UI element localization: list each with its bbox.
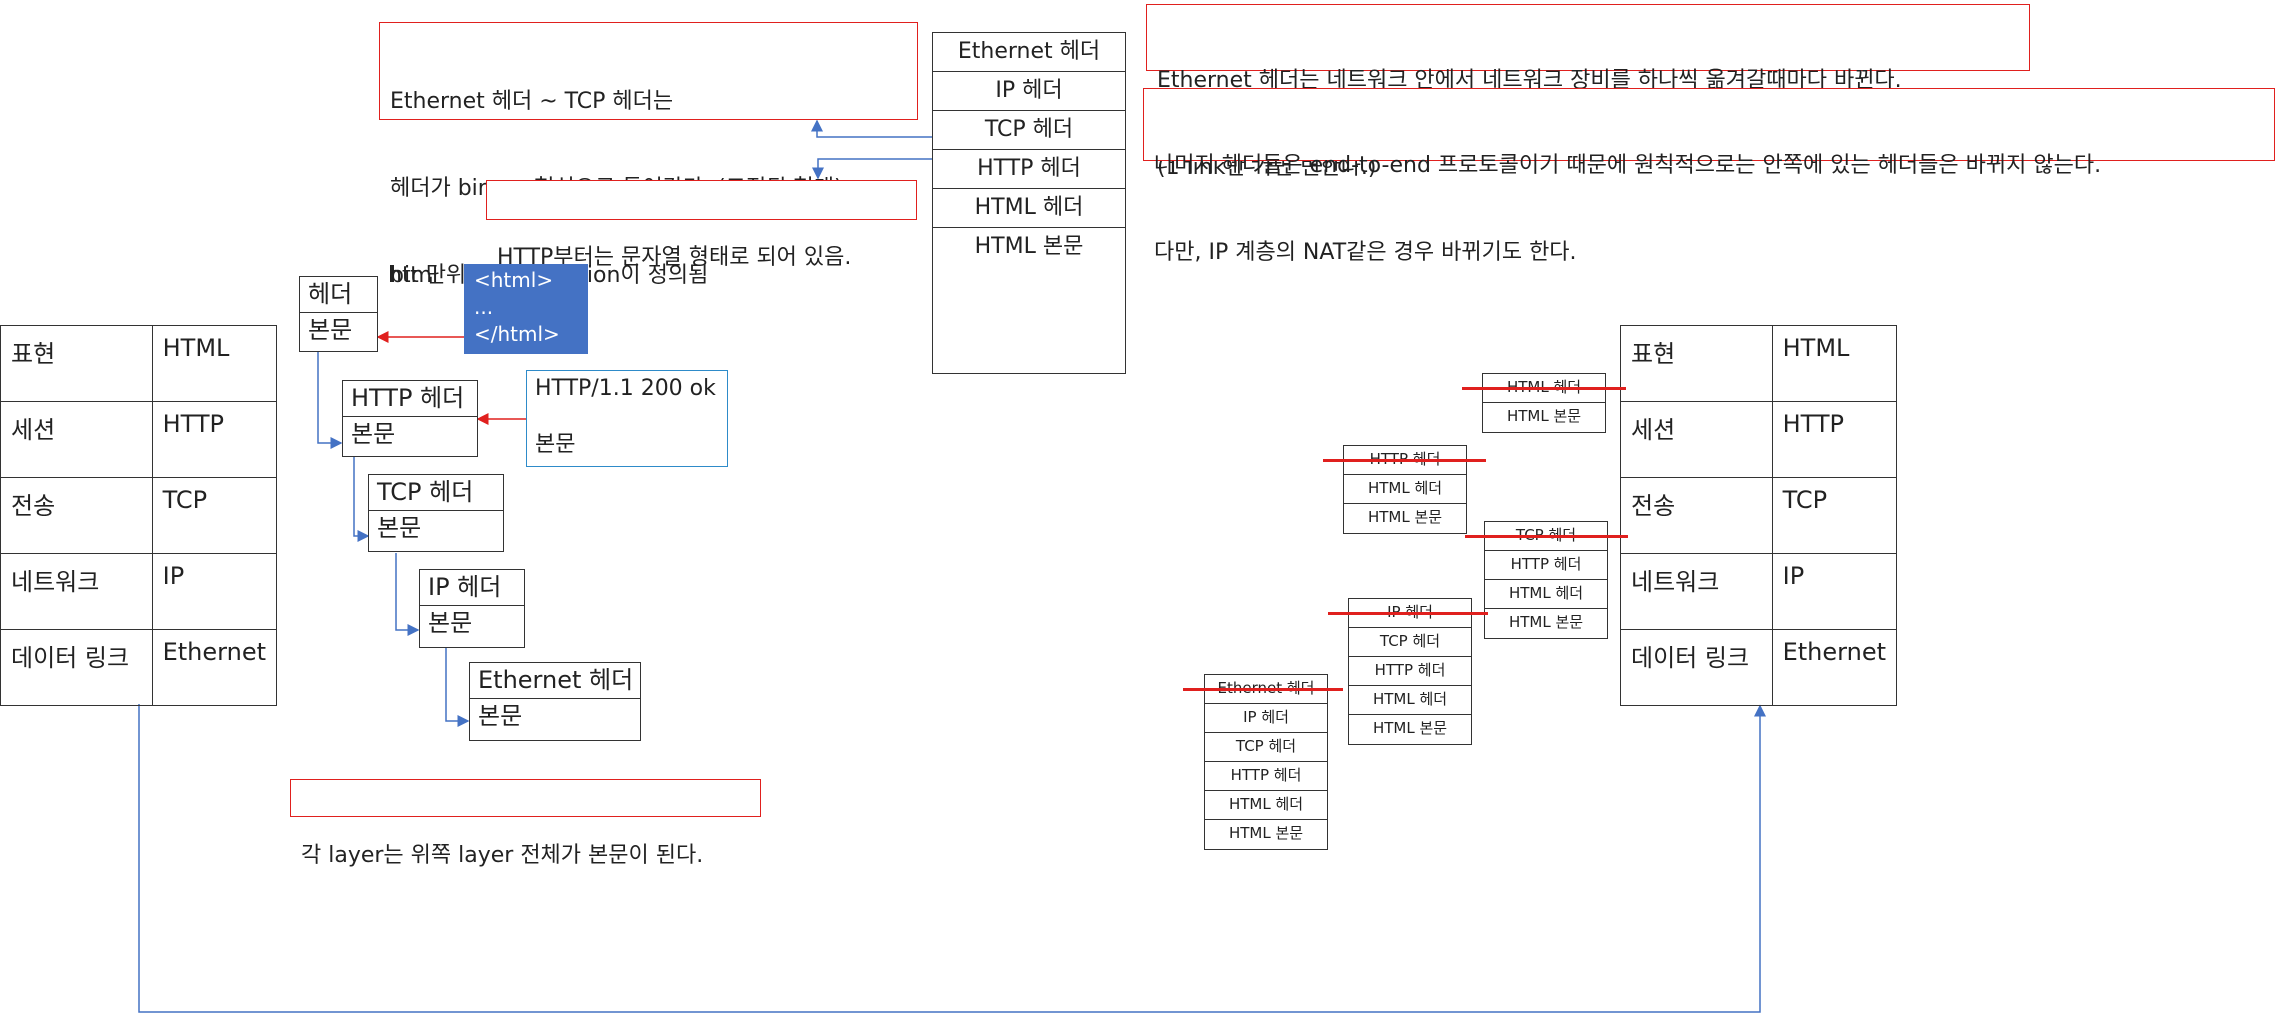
stack-row: TCP 헤더 — [1205, 733, 1327, 762]
packet-header: Ethernet 헤더 — [470, 663, 640, 699]
end-to-end-note: 나머지 헤더들은 end-to-end 프로토콜이기 때문에 원칙적으로는 안쪽… — [1143, 88, 2275, 265]
stack-row: HTML 헤더 — [1349, 686, 1471, 715]
http-line — [535, 403, 719, 431]
decap-stack-tcp: TCP 헤더 HTTP 헤더 HTML 헤더 HTML 본문 — [1484, 521, 1608, 639]
layer-name: 표현 — [0, 325, 153, 402]
note-line: 다만, IP 계층의 NAT같은 경우 바뀌기도 한다. — [1154, 240, 1577, 265]
layer-name: 전송 — [1620, 477, 1773, 554]
decap-stack-ethernet: Ethernet 헤더 IP 헤더 TCP 헤더 HTTP 헤더 HTML 헤더… — [1204, 674, 1328, 850]
stack-row: HTML 본문 — [1506, 407, 1582, 425]
packet-body: 본문 — [377, 514, 422, 542]
stack-row: TCP 헤더 — [933, 111, 1125, 150]
stack-row: HTML 헤더 — [1344, 475, 1466, 504]
packet-body: 본문 — [428, 609, 473, 637]
strike-tcp-header — [1465, 535, 1628, 538]
stack-row: HTML 헤더 — [933, 189, 1125, 228]
layer-protocol: Ethernet — [1771, 629, 1898, 706]
stack-row: HTTP 헤더 — [933, 150, 1125, 189]
stack-row: TCP 헤더 — [1349, 628, 1471, 657]
string-note: HTTP부터는 문자열 형태로 되어 있음. — [486, 180, 917, 270]
http-line: HTTP/1.1 200 ok — [535, 376, 716, 401]
packet-http: HTTP 헤더 본문 — [342, 380, 478, 457]
stack-row: HTTP 헤더 — [1205, 762, 1327, 791]
strike-http-header — [1323, 459, 1486, 462]
layer-protocol: HTML — [151, 325, 278, 402]
ethernet-change-note: Ethernet 헤더는 네트워크 안에서 네트워크 장비를 하나씩 옮겨갈때마… — [1146, 4, 2030, 180]
layer-protocol: TCP — [1771, 477, 1898, 554]
layer-name: 네트워크 — [1620, 553, 1773, 630]
strike-html-header — [1462, 387, 1626, 390]
layer-protocol: IP — [1771, 553, 1898, 630]
layer-name: 세션 — [1620, 401, 1773, 478]
packet-html: 헤더 본문 — [299, 276, 378, 352]
layer-name: 데이터 링크 — [0, 629, 153, 706]
layer-protocol: IP — [151, 553, 278, 630]
layer-name: 네트워크 — [0, 553, 153, 630]
packet-header: TCP 헤더 — [369, 475, 503, 511]
decap-stack-ip: IP 헤더 TCP 헤더 HTTP 헤더 HTML 헤더 HTML 본문 — [1348, 598, 1472, 745]
layer-name: 전송 — [0, 477, 153, 554]
stack-row: IP 헤더 — [933, 72, 1125, 111]
layer-protocol: TCP — [151, 477, 278, 554]
layer-body-note: 각 layer는 위쪽 layer 전체가 본문이 된다. — [290, 779, 761, 868]
packet-body: 본문 — [351, 420, 396, 448]
layer-protocol: HTTP — [1771, 401, 1898, 478]
layer-protocol: HTTP — [151, 401, 278, 478]
packet-tcp: TCP 헤더 본문 — [368, 474, 504, 552]
packet-ip: IP 헤더 본문 — [419, 569, 525, 648]
packet-header: IP 헤더 — [420, 570, 524, 606]
stack-row: HTTP 헤더 — [1349, 657, 1471, 686]
stack-row: Ethernet 헤더 — [933, 33, 1125, 72]
code-line: ... — [474, 295, 494, 319]
packet-header: HTTP 헤더 — [343, 381, 477, 417]
stack-row: IP 헤더 — [1205, 704, 1327, 733]
code-line: <html> — [474, 268, 554, 292]
note-line: 각 layer는 위쪽 layer 전체가 본문이 된다. — [301, 843, 704, 868]
stack-row: HTML 본문 — [1508, 613, 1584, 631]
stack-row: HTTP 헤더 — [1485, 551, 1607, 580]
layer-name: 표현 — [1620, 325, 1773, 402]
stack-row: HTML 본문 — [1228, 824, 1304, 842]
note-line: 나머지 헤더들은 end-to-end 프로토콜이기 때문에 원칙적으로는 안쪽… — [1154, 153, 2102, 178]
http-line: 본문 — [535, 432, 576, 457]
decap-stack-html: HTML 헤더 HTML 본문 — [1482, 373, 1606, 433]
html-label: html — [388, 263, 439, 288]
layer-protocol: HTML — [1771, 325, 1898, 402]
note-line: Ethernet 헤더 ~ TCP 헤더는 — [390, 89, 674, 114]
stack-row: HTML 본문 — [1367, 508, 1443, 526]
html-code-box: <html> ... </html> — [464, 264, 588, 354]
binary-header-note: Ethernet 헤더 ~ TCP 헤더는 헤더가 binary 형식으로 들어… — [379, 22, 918, 288]
packet-body: 본문 — [478, 702, 523, 730]
packet-ethernet: Ethernet 헤더 본문 — [469, 662, 641, 741]
stack-row: HTML 본문 — [974, 234, 1084, 259]
packet-header: 헤더 — [300, 277, 377, 313]
layer-protocol: Ethernet — [151, 629, 278, 706]
packet-body: 본문 — [308, 316, 353, 344]
http-example-box: HTTP/1.1 200 ok 본문 — [526, 370, 728, 467]
strike-ethernet-header — [1183, 688, 1343, 691]
code-line: </html> — [474, 322, 560, 346]
layer-name: 데이터 링크 — [1620, 629, 1773, 706]
stack-row: HTML 헤더 — [1485, 580, 1607, 609]
stack-row: HTML 헤더 — [1205, 791, 1327, 820]
layer-name: 세션 — [0, 401, 153, 478]
header-stack: Ethernet 헤더 IP 헤더 TCP 헤더 HTTP 헤더 HTML 헤더… — [932, 32, 1126, 374]
strike-ip-header — [1328, 612, 1488, 615]
stack-row: HTML 본문 — [1372, 719, 1448, 737]
